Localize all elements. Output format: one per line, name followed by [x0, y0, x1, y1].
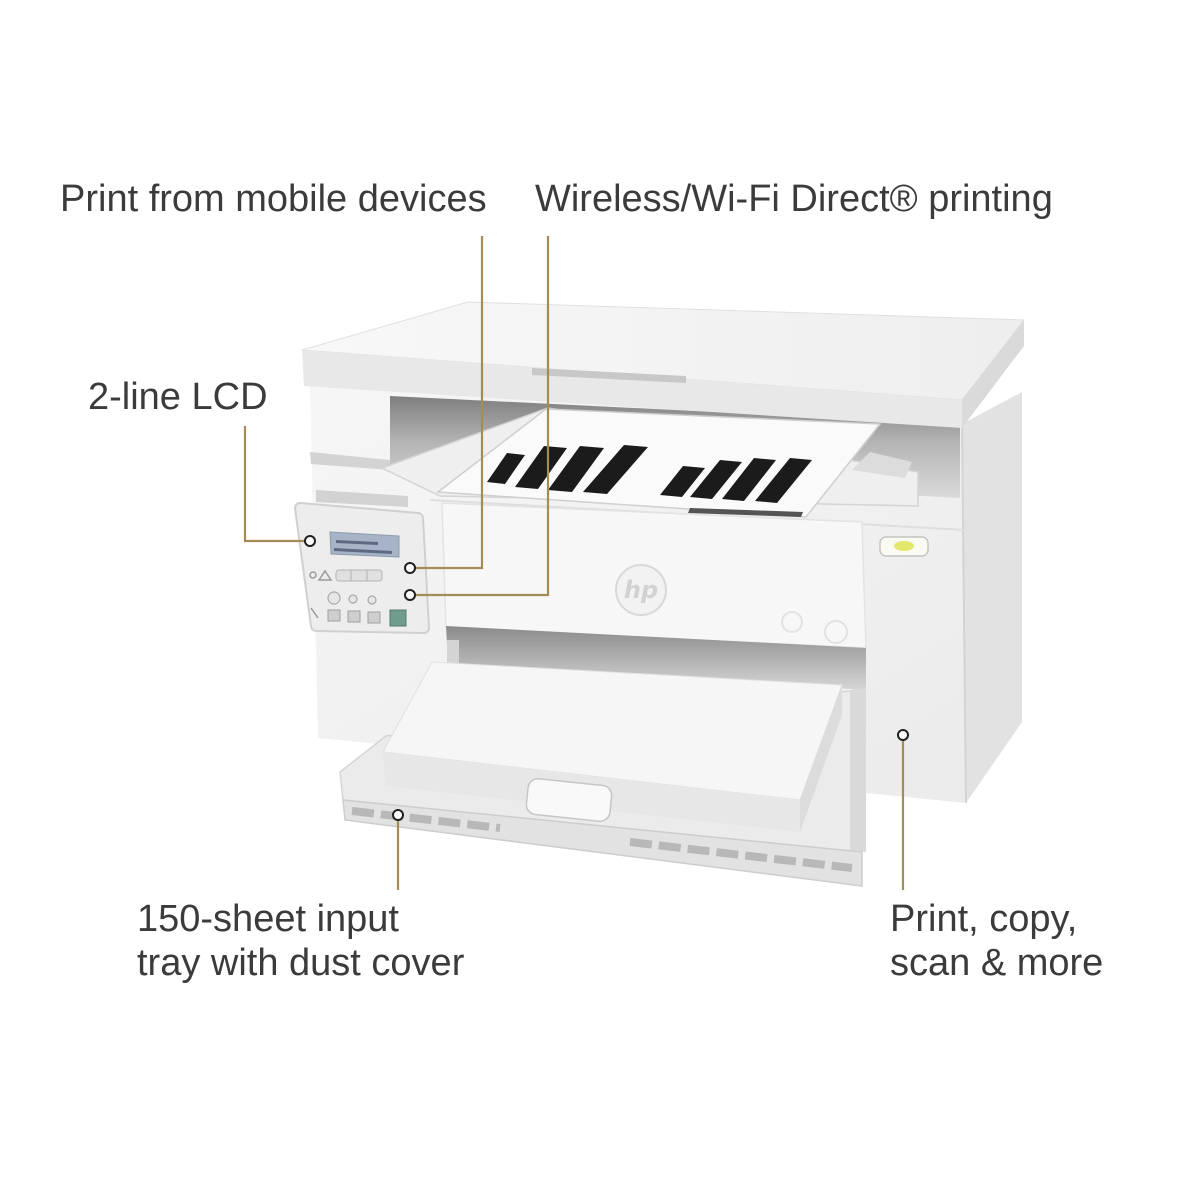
setup-button: [327, 591, 341, 605]
callout-marker-lcd: [304, 535, 316, 547]
ok-button: [367, 595, 377, 605]
output-paper-stop: [852, 452, 912, 478]
scan-button: [367, 611, 381, 624]
wireless-key-icon: [310, 607, 319, 619]
callout-marker-input-tray: [392, 809, 404, 821]
copy-setting-button: [327, 609, 341, 622]
lid-handle: [532, 368, 686, 383]
callout-label-line: 150-sheet input: [137, 898, 399, 940]
callout-label-line: tray with dust cover: [137, 942, 465, 984]
tray-right-wall: [850, 688, 866, 852]
control-panel: [294, 502, 430, 634]
tray-ribs: [351, 807, 853, 872]
callout-label-functions: Print, copy, scan & more: [890, 897, 1103, 985]
callout-label-line: scan & more: [890, 942, 1104, 984]
navigation-buttons: [335, 569, 383, 582]
cancel-icon: [309, 571, 317, 579]
callout-marker-functions: [897, 729, 909, 741]
callout-label-lcd: 2-line LCD: [88, 376, 268, 418]
power-icon: [824, 620, 848, 644]
input-slot: [446, 626, 866, 690]
body-right-side: [960, 392, 1022, 803]
indicator-light: [879, 536, 929, 557]
callout-leader-wireless-printing: [415, 236, 550, 597]
lcd-screen: [329, 531, 400, 558]
hp-logo-text: hp: [624, 576, 658, 604]
callout-label-wireless-printing: Wireless/Wi-Fi Direct® printing: [535, 178, 1053, 220]
back-button: [348, 594, 358, 604]
callout-label-mobile-printing: Print from mobile devices: [60, 178, 487, 220]
callout-leader-lcd: [243, 426, 305, 543]
callout-label-input-tray: 150-sheet input tray with dust cover: [137, 897, 464, 985]
callout-marker-mobile-printing: [404, 562, 416, 574]
callout-leader-mobile-printing: [415, 236, 484, 570]
lighter-darker-button: [347, 610, 361, 623]
lid-right: [962, 320, 1024, 428]
start-copy-button: [389, 609, 407, 627]
panel-top-bezel: [316, 490, 408, 507]
lid-front: [302, 350, 962, 428]
body-left-ledge: [310, 452, 390, 470]
up-arrow-icon: [317, 569, 333, 581]
callout-marker-wireless-printing: [404, 589, 416, 601]
hp-logo: hp: [615, 564, 667, 616]
wireless-icon: [781, 611, 803, 633]
paper-guide-tab: [525, 777, 613, 823]
input-tray: [339, 661, 866, 887]
callout-label-line: Print, copy,: [890, 898, 1078, 940]
